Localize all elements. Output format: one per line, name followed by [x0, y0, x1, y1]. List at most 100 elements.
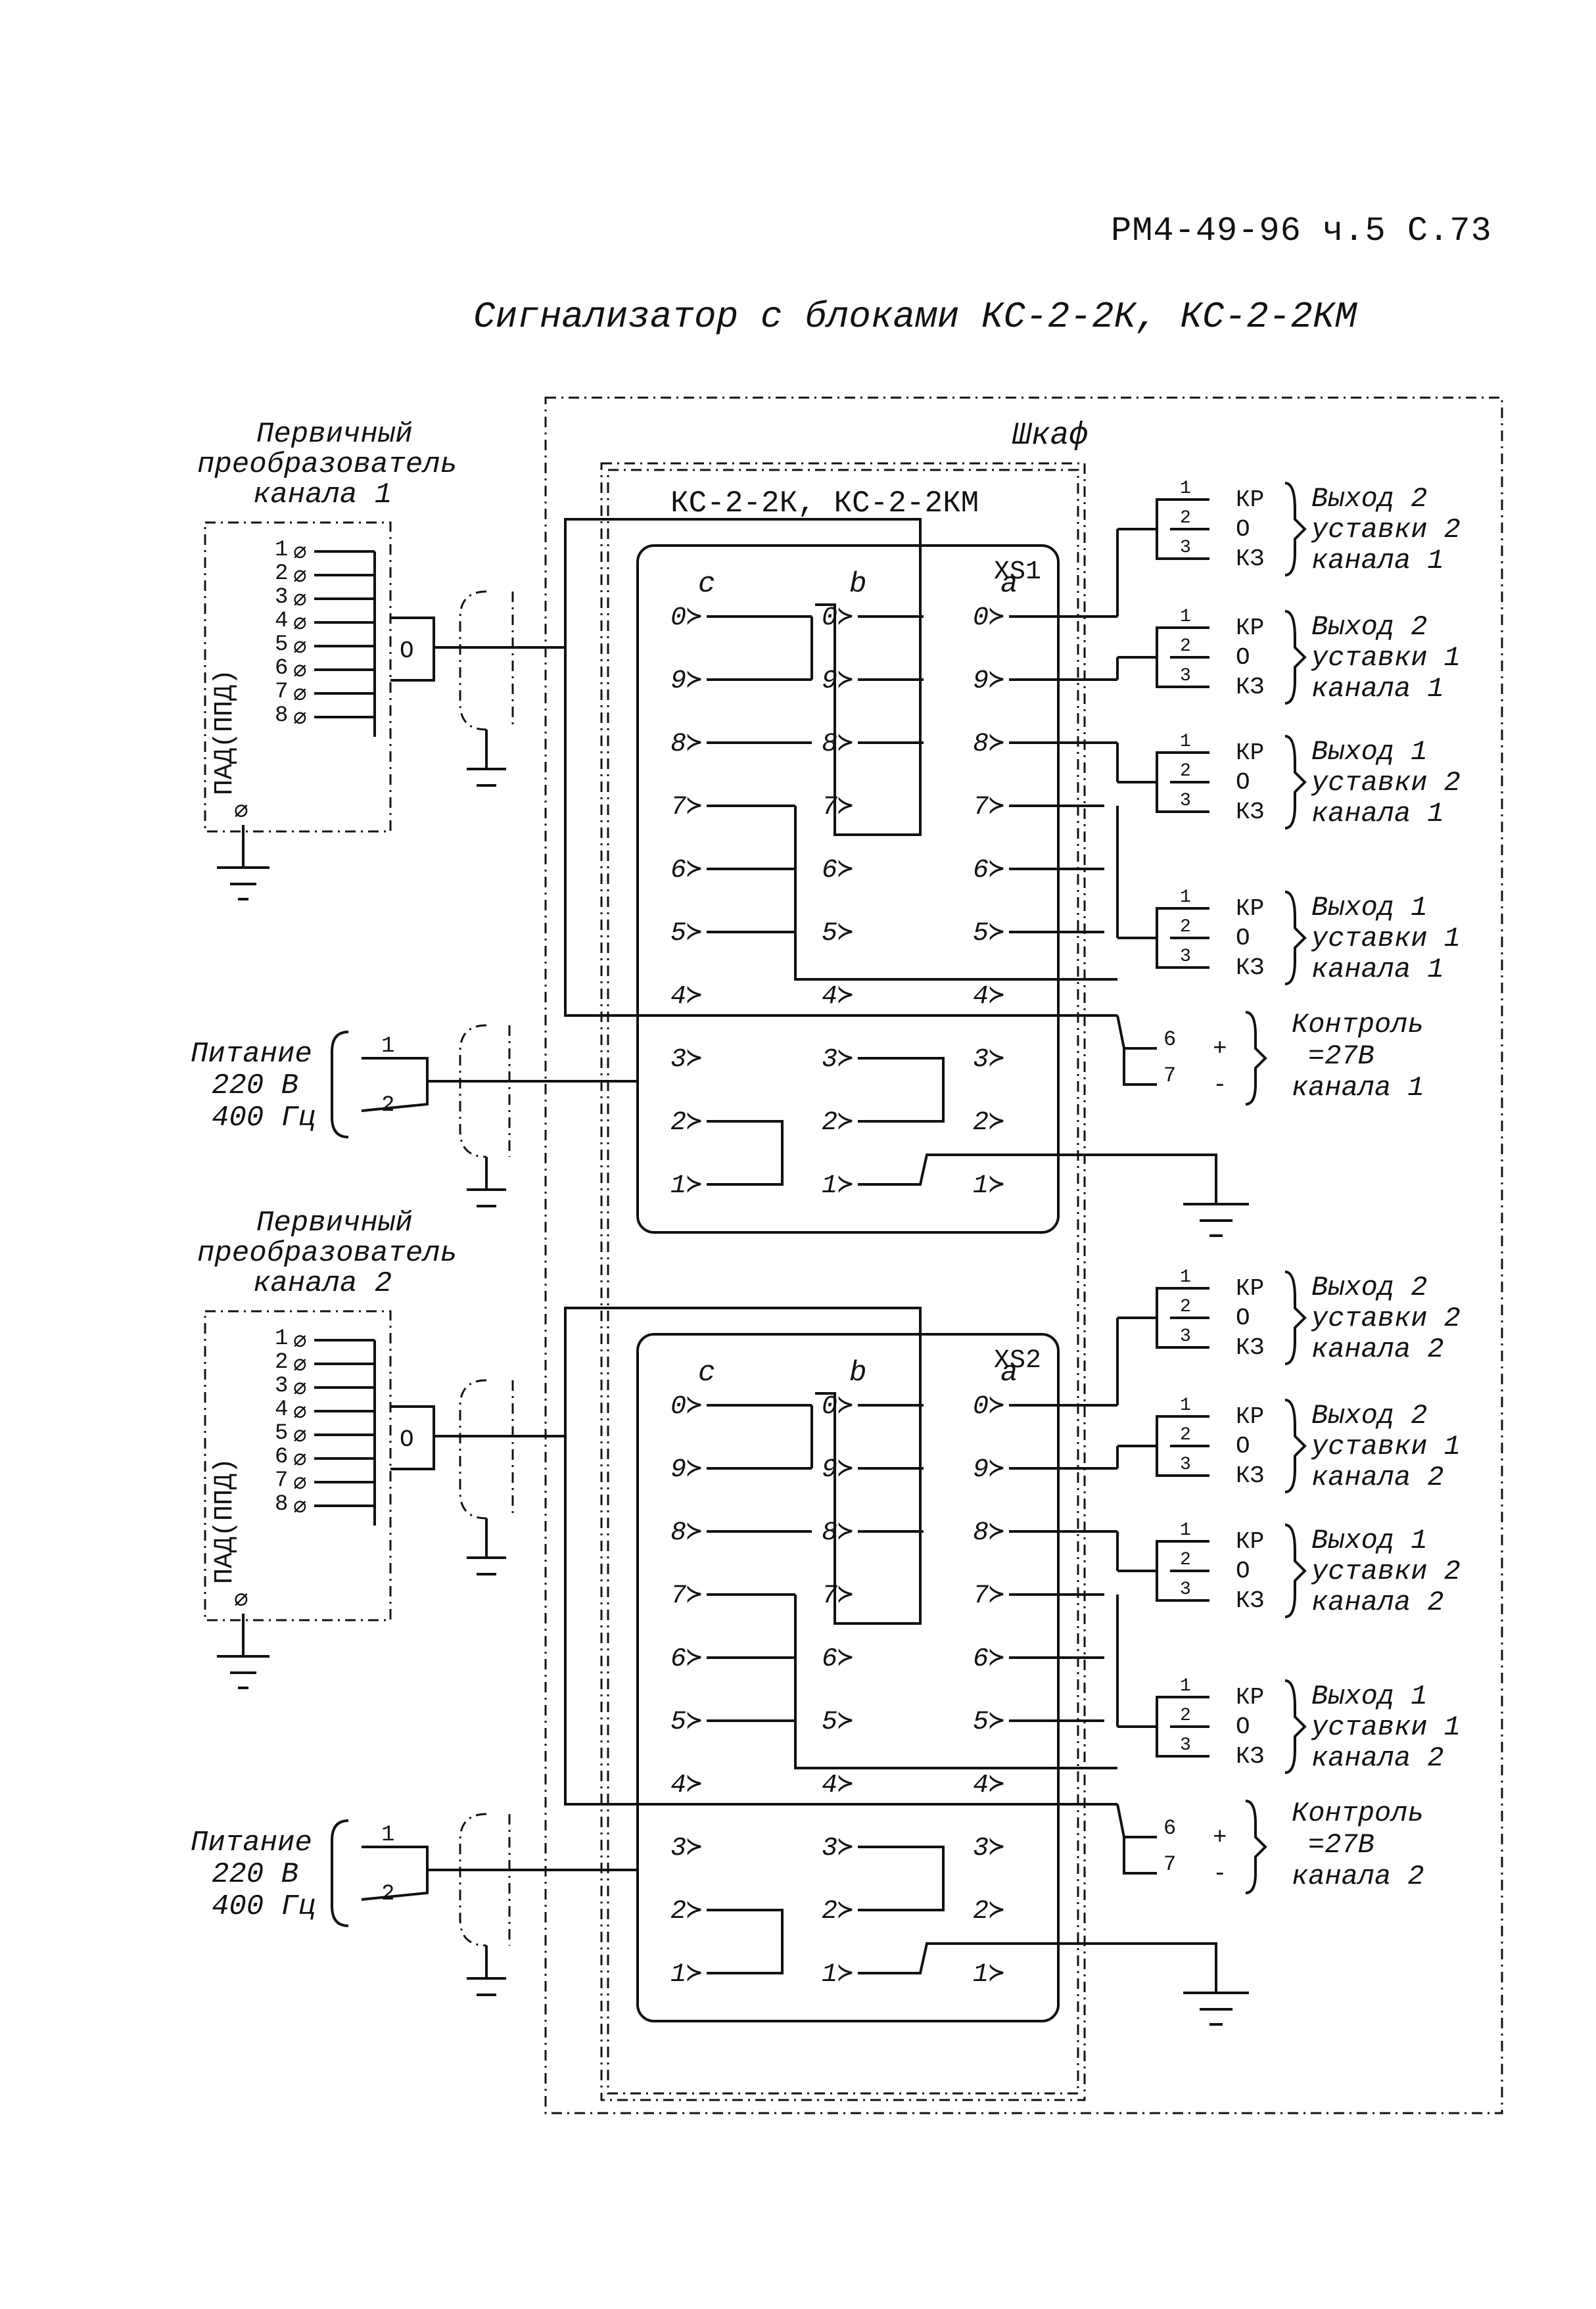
power-label: 220 В	[212, 1858, 298, 1891]
pin-a4: 4≻	[973, 1771, 1004, 1800]
output-pin: 2	[1180, 1706, 1191, 1726]
pin-a1: 1≻	[973, 1960, 1004, 1990]
sensor-pin-terminal: ⌀	[293, 1425, 306, 1450]
control-pin: 7	[1163, 1852, 1176, 1877]
document-reference: РМ4-49-96 ч.5 С.73	[1111, 212, 1492, 250]
block-outline-inner	[607, 469, 1079, 2095]
output-label: канала 1	[1311, 798, 1444, 829]
ground-terminal: ⌀	[234, 799, 248, 826]
pin-a0: 0≻	[973, 603, 1004, 633]
output-label: канала 1	[1311, 954, 1444, 985]
sensor-pin-terminal: ⌀	[293, 1378, 306, 1403]
sensor-pin-terminal: ⌀	[293, 636, 306, 661]
output-label: Выход 1	[1311, 1525, 1427, 1556]
output-label: канала 2	[1311, 1334, 1444, 1365]
contact-КР: КР	[1236, 1684, 1264, 1711]
output-label: уставки 2	[1311, 1556, 1461, 1587]
cable-connector: O	[400, 638, 414, 665]
sensor-pin-number: 2	[275, 1350, 288, 1375]
contact-КР: КР	[1236, 1403, 1264, 1430]
control-sign: -	[1213, 1860, 1227, 1887]
pin-b3: 3≻	[822, 1045, 853, 1075]
power-label: Питание	[191, 1038, 312, 1071]
control-label: Контроль	[1292, 1798, 1424, 1829]
sensor-pin-terminal: ⌀	[293, 707, 306, 732]
sensor-pin-terminal: ⌀	[293, 1449, 306, 1474]
contact-КЗ: КЗ	[1236, 546, 1264, 572]
contact-КЗ: КЗ	[1236, 1334, 1264, 1361]
contact-КР: КР	[1236, 739, 1264, 766]
pin-c2: 2≻	[670, 1897, 702, 1926]
power-brace	[331, 1031, 349, 1138]
pin-a5: 5≻	[973, 919, 1004, 948]
output-bus	[1117, 1287, 1170, 1319]
cabinet-label: Шкаф	[1012, 418, 1088, 454]
signal-bus	[564, 647, 1117, 1017]
sensor-pin-number: 5	[275, 1421, 288, 1446]
output-brace	[1284, 1679, 1307, 1774]
output-pin: 3	[1180, 666, 1191, 686]
pin-a7: 7≻	[973, 793, 1004, 822]
output-bus	[1117, 626, 1170, 659]
output-pin: 3	[1180, 538, 1191, 558]
output-label: уставки 2	[1311, 514, 1461, 546]
pin-c4: 4≻	[670, 982, 702, 1012]
output-label: канала 2	[1311, 1587, 1444, 1618]
control-pin: 7	[1163, 1063, 1176, 1088]
pin-c2: 2≻	[670, 1108, 702, 1138]
sensor-pin-number: 7	[275, 680, 288, 705]
sensor-pin-number: 6	[275, 656, 288, 681]
pin-c1: 1≻	[670, 1171, 702, 1201]
contact-О: О	[1236, 516, 1250, 543]
pin-c3: 3≻	[670, 1045, 702, 1075]
contact-КЗ: КЗ	[1236, 799, 1264, 826]
control-pin: 6	[1163, 1027, 1176, 1052]
power-jumper	[707, 1120, 784, 1186]
output-bus	[1156, 1318, 1170, 1349]
cable-shield	[459, 590, 487, 731]
output-label: Выход 1	[1311, 736, 1427, 768]
power-label: Питание	[191, 1827, 312, 1859]
output-brace	[1284, 891, 1307, 985]
power-label: 400 Гц	[212, 1890, 316, 1923]
pin-b4: 4≻	[822, 982, 853, 1012]
control-pin: 6	[1163, 1816, 1176, 1840]
signal-bus	[564, 1307, 922, 1625]
output-pin: 2	[1180, 636, 1191, 657]
output-brace	[1284, 610, 1307, 705]
power-brace	[331, 1819, 349, 1927]
power-jumper	[858, 1846, 945, 1911]
pin-c6: 6≻	[670, 1644, 702, 1674]
connector-xs1	[636, 544, 1060, 1234]
connector-column-label: a	[1000, 568, 1018, 601]
pin-b8: 8≻	[822, 730, 853, 759]
pin-a9: 9≻	[973, 1455, 1004, 1485]
pin-a4: 4≻	[973, 982, 1004, 1012]
connector-xs2	[636, 1333, 1060, 2022]
sensor-pin-number: 1	[275, 538, 288, 563]
output-label: канала 2	[1311, 1462, 1444, 1493]
output-label: уставки 1	[1311, 923, 1461, 954]
sensor-title: преобразователь	[197, 448, 458, 481]
contact-КЗ: КЗ	[1236, 674, 1264, 701]
sensor-pin-number: 3	[275, 1374, 288, 1399]
output-pin: 1	[1180, 1520, 1191, 1541]
contact-КЗ: КЗ	[1236, 1587, 1264, 1614]
connector-column-label: b	[849, 568, 866, 601]
output-pin: 1	[1180, 1395, 1191, 1416]
control-brace	[1245, 1011, 1267, 1106]
sensor-pin-number: 8	[275, 703, 288, 728]
sensor-device-label: ПАД(ППД)	[210, 1458, 240, 1584]
sensor-pin-number: 4	[275, 609, 288, 634]
sensor-pin-terminal: ⌀	[293, 565, 306, 590]
pin-b6: 6≻	[822, 1644, 853, 1674]
output-label: уставки 1	[1311, 642, 1461, 674]
signal-bus	[564, 1436, 1117, 1806]
output-bus	[1156, 657, 1170, 688]
control-label: Контроль	[1292, 1009, 1424, 1040]
output-bus	[1117, 1696, 1170, 1728]
output-brace	[1284, 735, 1307, 829]
power-label: 400 Гц	[212, 1102, 316, 1134]
